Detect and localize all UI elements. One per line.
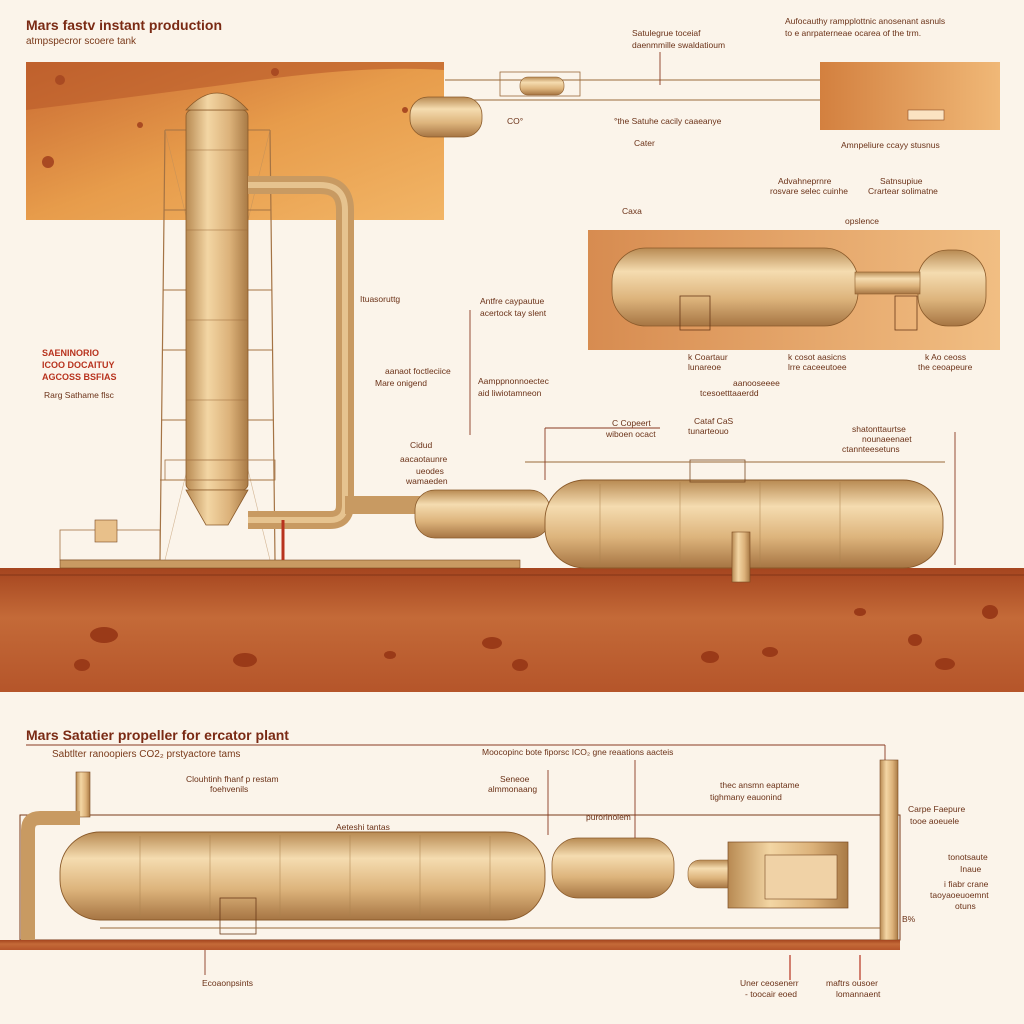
callout-c12-a: Antfre caypautue [480, 296, 545, 306]
horizontal-reactor-tank [611, 247, 859, 327]
callout-b10: Ecoaonpsints [202, 978, 253, 988]
callout-c19-b: the ceoapeure [918, 362, 973, 372]
callout-c15-b: Mare onigend [375, 378, 427, 388]
transfer-pipe [248, 176, 354, 529]
callout-c2-b: to e anrpaterneae ocarea of the trm. [785, 28, 921, 38]
callout-b7-b: tooe aoeuele [910, 816, 959, 826]
callout-c13-c: AGCOSS BSFIAS [42, 372, 117, 382]
callout-c8-b: Crartear solimatne [868, 186, 938, 196]
callout-b2: Moocopinc bote fiporsc ICO₂ gne reaation… [482, 747, 673, 757]
callout-b12-a: maftrs ousoer [826, 978, 878, 988]
callout-b12-b: lomannaent [836, 989, 881, 999]
callout-c10: opslence [845, 216, 879, 226]
callout-c13-b: ICOO DOCAITUY [42, 360, 115, 370]
callout-b9-b: taoyaoeuoemnt [930, 890, 989, 900]
callout-c24-a: Cidud [410, 440, 432, 450]
callout-c7-a: Advahneprnre [778, 176, 832, 186]
callout-b6-b: tighmany eauonind [710, 792, 782, 802]
callout-c8-a: Satnsupiue [880, 176, 923, 186]
callout-c17-b: lunareoe [688, 362, 721, 372]
callout-c16-b: aid liwiotamneon [478, 388, 542, 398]
top-title: Mars fastv instant production [26, 17, 222, 33]
callout-b9-a: i fiabr crane [944, 879, 989, 889]
callout-c19-a: k Ao ceoss [925, 352, 966, 362]
callout-c4: °the Satuhe cacily caaeanye [614, 116, 722, 126]
callout-c23-c: ctannteesetuns [842, 444, 900, 454]
callout-c16-a: Aamppnonnoectec [478, 376, 550, 386]
small-storage-tank [409, 96, 483, 138]
callout-c24-d: wamaeden [405, 476, 448, 486]
upper-right-panel [820, 62, 1000, 130]
callout-c20-a: aanooseeee [733, 378, 780, 388]
callout-b5: purorinoiem [586, 812, 631, 822]
callout-c20-b: tcesoetttaaerdd [700, 388, 759, 398]
horizontal-pipeline [409, 71, 820, 138]
callout-c22-a: Cataf CaS [694, 416, 734, 426]
callout-c7-b: rosvare selec cuinhe [770, 186, 848, 196]
callout-b11-a: Uner ceosenerr [740, 978, 799, 988]
callout-b3-a: Seneoe [500, 774, 530, 784]
callout-c5: Cater [634, 138, 655, 148]
callout-c23-b: nounaeenaet [862, 434, 912, 444]
callout-c1-a: Satulegrue toceiaf [632, 28, 701, 38]
callout-c6: Amnpeliure ccayy stusnus [841, 140, 940, 150]
callout-c21-b: wiboen ocact [605, 429, 656, 439]
bottom-title: Mars Satatier propeller for ercator plan… [26, 727, 289, 743]
callout-b1-b: foehvenils [210, 784, 248, 794]
callout-c21-a: C Copeert [612, 418, 651, 428]
callout-c22-b: tunarteouo [688, 426, 729, 436]
callout-c12-b: acertock tay slent [480, 308, 547, 318]
callout-c11: Ituasoruttg [360, 294, 400, 304]
callout-b4: Aeteshi tantas [336, 822, 390, 832]
callout-b8-b: Inaue [960, 864, 982, 874]
callout-b13: B% [902, 914, 916, 924]
callout-b1-a: Clouhtinh fhanf p restam [186, 774, 279, 784]
top-callouts: Satulegrue toceiaf daenmmille swaldatiou… [42, 16, 973, 565]
callout-b3-b: almmonaang [488, 784, 537, 794]
callout-b9-c: otuns [955, 901, 976, 911]
callout-c1-b: daenmmille swaldatioum [632, 40, 725, 50]
bottom-main-tank [59, 831, 546, 921]
callout-c3: CO° [507, 116, 523, 126]
bottom-plant [0, 759, 901, 950]
callout-c9: Caxa [622, 206, 642, 216]
callout-b11-b: - toocair eoed [745, 989, 797, 999]
middle-right-panel [588, 230, 1000, 350]
callout-c15-a: aanaot foctleciice [385, 366, 451, 376]
distillation-tower [159, 92, 276, 561]
bottom-callouts: Clouhtinh fhanf p restam foehvenils Mooc… [186, 745, 989, 999]
callout-c18-b: lrre caceeutoee [788, 362, 847, 372]
top-subtitle: atmpspecror scoere tank [26, 36, 137, 47]
callout-b7-a: Carpe Faepure [908, 804, 965, 814]
callout-c2-a: Aufocauthy rampplottnic anosenant asnuls [785, 16, 945, 26]
callout-c23-a: shatonttaurtse [852, 424, 906, 434]
callout-c24-b: aacaotaunre [400, 454, 448, 464]
callout-c13-a: SAENINORIO [42, 348, 99, 358]
callout-c18-a: k cosot aasicns [788, 352, 846, 362]
callout-c17-a: k Coartaur [688, 352, 728, 362]
main-storage-tank [59, 459, 945, 583]
callout-c14: Rarg Sathame flsc [44, 390, 115, 400]
top-ground [0, 568, 1024, 692]
bottom-subtitle: Sabtlter ranoopiers CO2₂ prstyactore tam… [52, 749, 240, 760]
callout-b6-a: thec ansmn eaptame [720, 780, 800, 790]
callout-b8-a: tonotsaute [948, 852, 988, 862]
callout-c24-c: ueodes [416, 466, 444, 476]
